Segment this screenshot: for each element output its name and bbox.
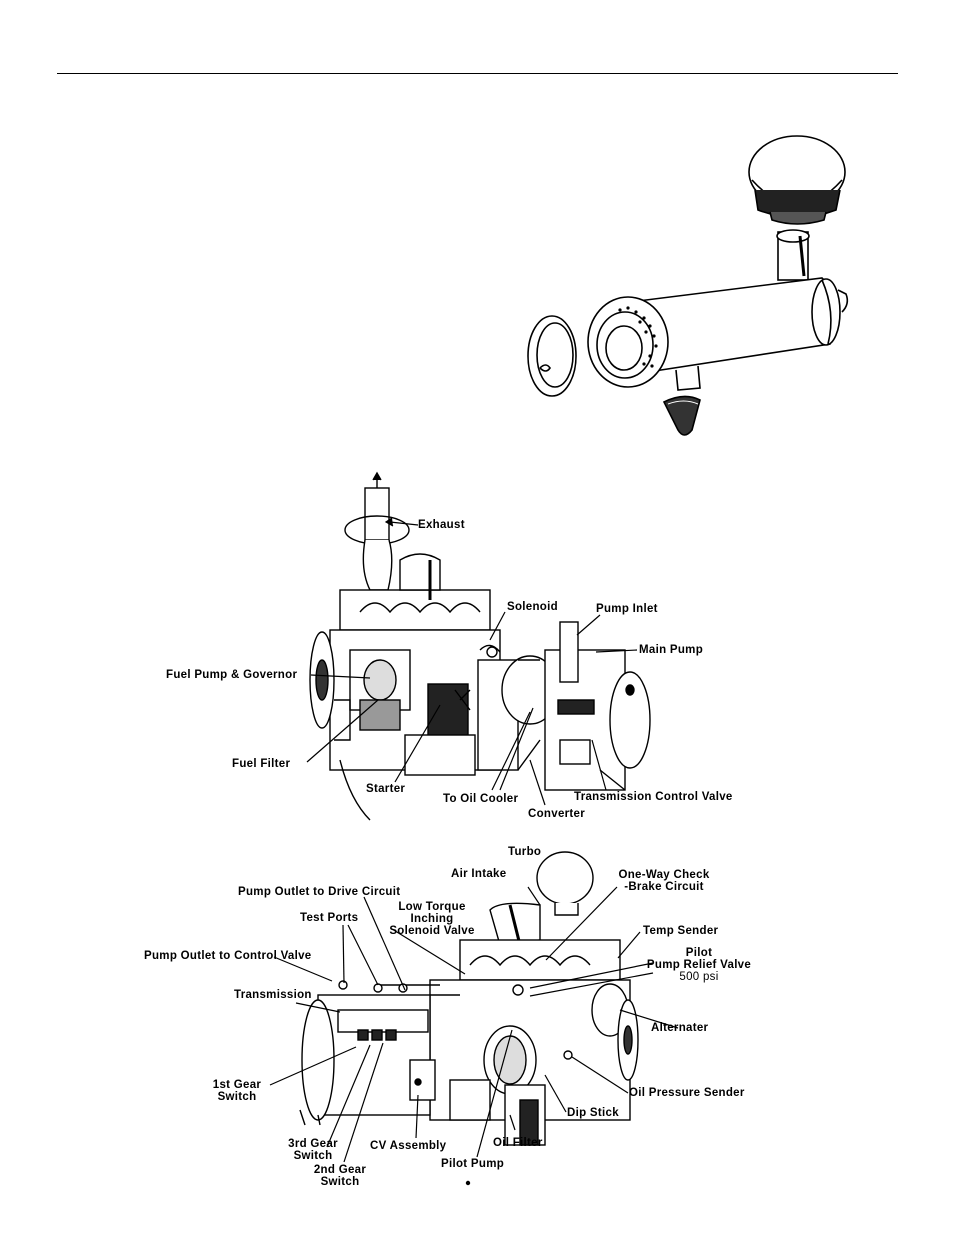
label-second-gear-line2: Switch [320,1176,360,1188]
label-pump-outlet-drive: Pump Outlet to Drive Circuit [238,886,401,898]
label-oil-pressure-sender: Oil Pressure Sender [629,1087,745,1099]
label-solenoid: Solenoid [507,601,558,613]
label-fuel-filter: Fuel Filter [232,758,291,770]
label-starter: Starter [366,783,406,795]
label-alternater: Alternater [651,1022,709,1034]
label-transmission: Transmission [234,989,312,1001]
label-pump-outlet-control: Pump Outlet to Control Valve [144,950,312,962]
label-exhaust: Exhaust [418,519,465,531]
label-transmission-control-valve: Transmission Control Valve [574,791,733,803]
label-low-torque-line3: Solenoid Valve [389,925,475,937]
label-first-gear-line2: Switch [217,1091,257,1103]
label-pilot-pump: Pilot Pump [441,1158,505,1170]
label-first-gear-line1: 1st Gear [212,1079,262,1091]
label-one-way-check: One-Way Check -Brake Circuit [610,869,718,893]
label-cv-assembly: CV Assembly [370,1140,447,1152]
label-air-intake: Air Intake [451,868,507,880]
label-second-gear-switch: 2nd Gear Switch [308,1164,372,1188]
label-low-torque-line1: Low Torque [398,901,466,913]
air-cleaner-drawing [527,135,849,436]
label-third-gear-switch: 3rd Gear Switch [283,1138,343,1162]
engine-front-view-drawing [299,851,639,1186]
leader-lines [269,517,679,1163]
page-header-rule [57,73,898,74]
label-fuel-pump-governor: Fuel Pump & Governor [166,669,298,681]
label-temp-sender: Temp Sender [643,925,719,937]
label-dip-stick: Dip Stick [567,1107,619,1119]
label-pilot-relief-line2: Pump Relief Valve [646,959,752,971]
label-converter: Converter [528,808,586,820]
label-turbo: Turbo [508,846,542,858]
label-second-gear-line1: 2nd Gear [313,1164,367,1176]
label-third-gear-line1: 3rd Gear [288,1138,338,1150]
label-pump-inlet: Pump Inlet [596,603,658,615]
label-oil-filter: Oil Filter [493,1137,543,1149]
engine-side-view-drawing [309,471,651,821]
label-main-pump: Main Pump [639,644,704,656]
label-one-way-check-line2: -Brake Circuit [624,881,704,893]
label-pilot-relief-line1: Pilot [685,947,713,959]
label-low-torque-line2: Inching [410,913,454,925]
label-to-oil-cooler: To Oil Cooler [443,793,519,805]
label-low-torque-inching: Low Torque Inching Solenoid Valve [382,901,482,937]
label-first-gear-switch: 1st Gear Switch [207,1079,267,1103]
label-pilot-relief-line3: 500 psi [679,971,719,983]
label-one-way-check-line1: One-Way Check [618,869,710,881]
label-test-ports: Test Ports [300,912,359,924]
label-pilot-pump-relief-valve: Pilot Pump Relief Valve 500 psi [638,947,760,983]
label-third-gear-line2: Switch [293,1150,333,1162]
